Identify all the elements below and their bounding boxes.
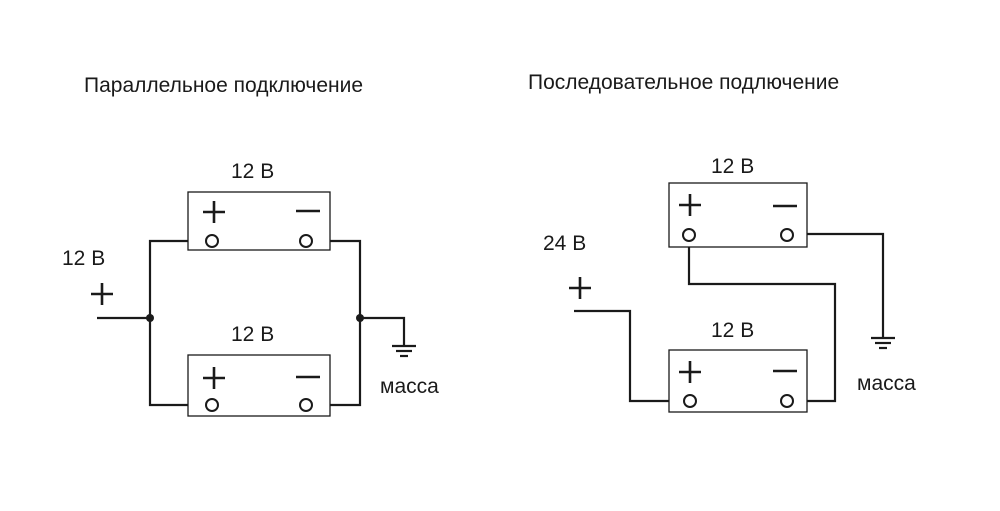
parallel-diagram: Параллельное подключение 12 В 12 В 12 [62, 74, 439, 417]
positive-terminal [682, 228, 696, 242]
parallel-negative-bus [313, 239, 362, 407]
series-battery-bottom [668, 349, 808, 413]
parallel-ground-label: масса [380, 375, 439, 398]
parallel-input-plus-icon [91, 283, 113, 305]
parallel-ground-wire [360, 316, 406, 346]
series-ground-icon [871, 336, 895, 350]
positive-terminal [205, 234, 219, 248]
plus-sign-icon [679, 194, 701, 216]
series-diagram: Последовательное подлючение 12 В 12 В 24… [528, 71, 916, 413]
series-battery-top [668, 182, 808, 248]
parallel-battery-top [187, 191, 331, 251]
parallel-battery-top-label: 12 В [231, 160, 274, 183]
negative-terminal [780, 228, 794, 242]
positive-terminal [205, 398, 219, 412]
negative-terminal [780, 394, 794, 408]
series-title: Последовательное подлючение [528, 71, 839, 94]
series-input-plus-icon [569, 277, 591, 299]
series-ground-wire [793, 232, 885, 338]
parallel-battery-bottom-label: 12 В [231, 323, 274, 346]
parallel-positive-junction [146, 314, 154, 322]
parallel-ground-icon [392, 344, 416, 358]
plus-sign-icon [203, 201, 225, 223]
plus-sign-icon [203, 367, 225, 389]
negative-terminal [299, 398, 313, 412]
series-link-wire [687, 241, 837, 403]
series-input-voltage-label: 24 В [543, 232, 586, 255]
parallel-title: Параллельное подключение [84, 74, 363, 97]
series-input-wire [574, 309, 685, 403]
plus-sign-icon [679, 361, 701, 383]
series-ground-label: масса [857, 372, 916, 395]
parallel-input-voltage-label: 12 В [62, 247, 105, 270]
positive-terminal [683, 394, 697, 408]
parallel-positive-bus [148, 239, 205, 407]
parallel-battery-bottom [187, 354, 331, 417]
negative-terminal [299, 234, 313, 248]
series-battery-top-label: 12 В [711, 155, 754, 178]
parallel-negative-junction [356, 314, 364, 322]
series-battery-bottom-label: 12 В [711, 319, 754, 342]
